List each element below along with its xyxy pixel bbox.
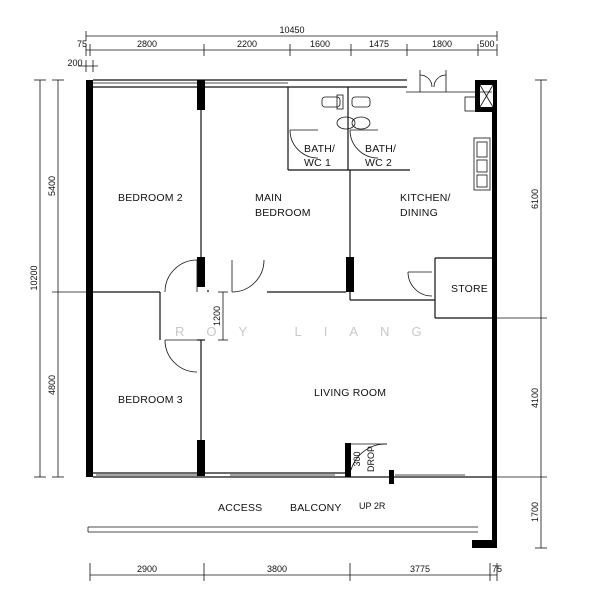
exterior-walls [86, 79, 497, 548]
left-dimensions: 10200 5400 4800 [29, 79, 92, 478]
right-dim-4100: 4100 [530, 388, 540, 408]
right-dim-1700: 1700 [530, 502, 540, 522]
top-dim-500: 500 [479, 39, 494, 49]
label-kitchen-1: KITCHEN/ [400, 192, 451, 204]
internal-dim-300: 300 [352, 451, 362, 466]
internal-dimensions: 1200 300 [212, 291, 362, 467]
left-dim-10200: 10200 [29, 265, 39, 290]
label-bath2-1: BATH/ [365, 143, 396, 155]
top-dim-200: 200 [67, 58, 82, 68]
bottom-dim-75: 75 [492, 564, 502, 574]
balcony-railing [87, 526, 478, 533]
label-living-room: LIVING ROOM [314, 387, 386, 399]
watermark: ROY LIANG [175, 324, 444, 339]
bottom-dim-3775: 3775 [410, 564, 430, 574]
room-labels: BEDROOM 2 MAIN BEDROOM BATH/ WC 1 BATH/ … [118, 143, 488, 514]
bottom-dim-2900: 2900 [137, 564, 157, 574]
left-dim-4800: 4800 [47, 375, 57, 395]
bottom-dimensions: 2900 3800 3775 75 [89, 563, 502, 581]
bottom-dim-3800: 3800 [267, 564, 287, 574]
label-main-bedroom-2: BEDROOM [255, 207, 311, 219]
label-balcony: BALCONY [290, 502, 342, 514]
top-dimensions: 10450 75 2800 2200 1600 1475 1800 500 20… [67, 25, 498, 72]
label-up-2r: UP 2R [359, 501, 386, 511]
label-bath1-1: BATH/ [304, 143, 335, 155]
label-main-bedroom-1: MAIN [255, 192, 282, 204]
top-dim-2200: 2200 [237, 39, 257, 49]
doors [164, 70, 447, 471]
internal-dim-1200: 1200 [212, 306, 222, 326]
kitchen-fixtures [464, 96, 491, 191]
label-store: STORE [451, 283, 488, 295]
label-bedroom-3: BEDROOM 3 [118, 394, 183, 406]
left-dim-5400: 5400 [47, 176, 57, 196]
top-dim-2800: 2800 [137, 39, 157, 49]
bath-fixtures [321, 94, 371, 130]
label-bath1-2: WC 1 [304, 157, 331, 169]
overall-width-label: 10450 [279, 25, 304, 35]
shaft [475, 80, 497, 112]
label-bath2-2: WC 2 [365, 157, 392, 169]
top-dim-75: 75 [77, 39, 87, 49]
label-access: ACCESS [218, 502, 262, 514]
label-bedroom-2: BEDROOM 2 [118, 192, 183, 204]
interior-walls [93, 80, 492, 484]
top-dim-1600: 1600 [310, 39, 330, 49]
label-drop: DROP [366, 446, 376, 472]
right-dim-6100: 6100 [530, 189, 540, 209]
top-dim-1475: 1475 [369, 39, 389, 49]
label-kitchen-2: DINING [400, 207, 438, 219]
windows [93, 82, 492, 476]
top-dim-1800: 1800 [432, 39, 452, 49]
right-dimensions: 6100 4100 1700 [497, 79, 547, 549]
